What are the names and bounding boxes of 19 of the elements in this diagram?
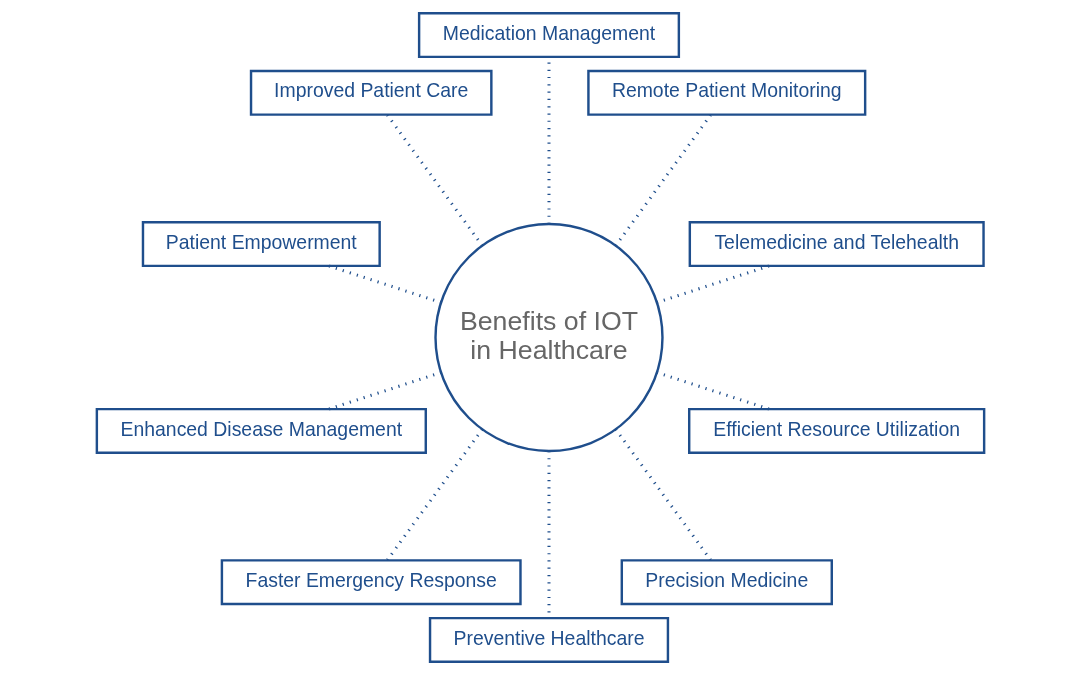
connector (614, 113, 712, 247)
connector (614, 428, 712, 562)
node-box: Enhanced Disease Management (95, 407, 427, 455)
node-box: Improved Patient Care (249, 69, 493, 116)
connector (385, 113, 483, 247)
node-box: Medication Management (417, 11, 680, 59)
connector (327, 264, 441, 304)
connector (385, 428, 483, 562)
node-box: Patient Empowerment (141, 220, 381, 268)
connector (327, 371, 442, 411)
node-circle: Benefits of IOT in Healthcare (433, 222, 664, 453)
node-box: Precision Medicine (620, 559, 833, 606)
connector (655, 371, 770, 411)
node-box: Efficient Resource Utilization (687, 407, 985, 455)
node-box: Faster Emergency Response (220, 559, 522, 606)
node-box: Preventive Healthcare (428, 616, 669, 664)
node-box: Remote Patient Monitoring (586, 69, 866, 116)
connector (655, 264, 770, 304)
node-box: Telemedicine and Telehealth (688, 220, 985, 268)
